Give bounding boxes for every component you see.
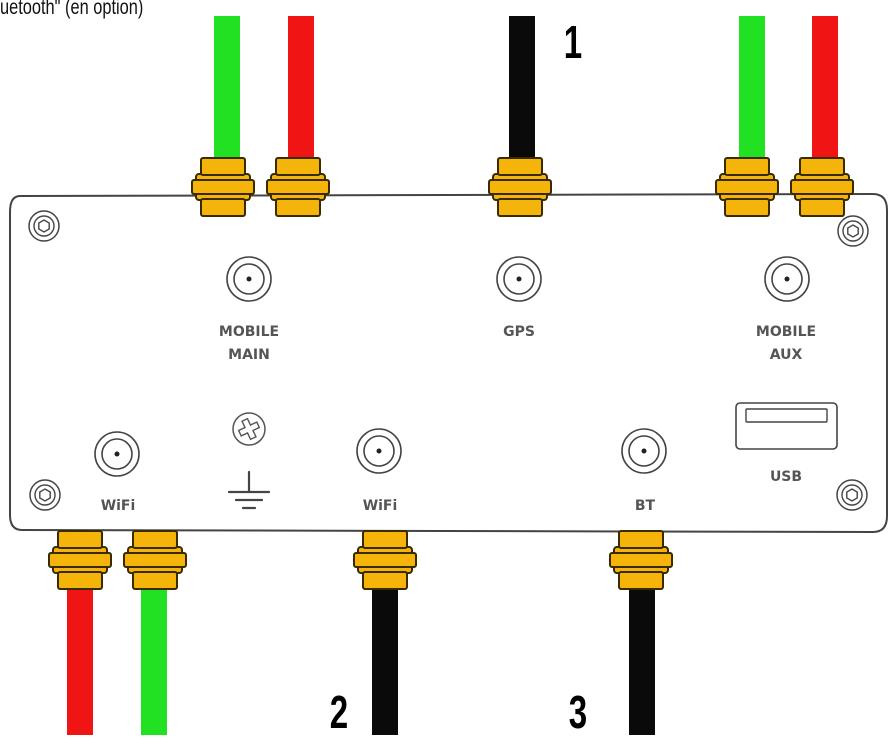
number-2: 2 [330, 688, 348, 738]
cable-red-wifi [67, 585, 93, 735]
sma-port-icon-wifi-mid [356, 428, 402, 474]
label-wifi-left: WiFi [101, 498, 136, 514]
cables-top [214, 16, 838, 168]
label-wifi-mid: WiFi [363, 498, 398, 514]
sma-connector-gps [488, 157, 552, 217]
mounting-screw-icon [836, 479, 868, 511]
cable-green-mobile-main [214, 16, 240, 168]
number-1: 1 [564, 18, 582, 68]
label-bt: BT [635, 498, 656, 514]
label-mobile-aux-line2: AUX [770, 347, 803, 363]
sma-connector-mobile-aux-2 [790, 157, 854, 217]
ground-icon [227, 470, 271, 510]
router-housing [9, 192, 888, 534]
sma-connector-bt [609, 530, 673, 590]
sma-port-icon-wifi-left [94, 431, 140, 477]
label-usb: USB [770, 469, 802, 485]
sma-connector-wifi-2 [123, 530, 187, 590]
sma-port-icon-bt [621, 428, 667, 474]
sma-connector-mobile-main-2 [266, 157, 330, 217]
cables-bottom [67, 585, 655, 735]
mounting-screw-icon [29, 479, 61, 511]
label-mobile-main-line2: MAIN [228, 347, 270, 363]
ground-screw-icon [232, 412, 266, 446]
sma-connector-mobile-aux-1 [715, 157, 779, 217]
cable-black-gps [509, 16, 535, 168]
sma-connector-wifi-mid [353, 530, 417, 590]
cable-black-bt [629, 585, 655, 735]
label-gps: GPS [503, 324, 535, 340]
sma-port-icon-mobile-main [226, 256, 272, 302]
mounting-screw-icon [28, 210, 60, 242]
usb-port-icon [735, 402, 838, 450]
caption-text: uetooth" (en option) [0, 0, 144, 19]
label-mobile-aux-line1: MOBILE [756, 324, 816, 340]
number-3: 3 [569, 688, 587, 738]
sma-port-icon-mobile-aux [764, 256, 810, 302]
label-mobile-main-line1: MOBILE [219, 324, 279, 340]
sma-connector-wifi-1 [48, 530, 112, 590]
sma-connector-mobile-main-1 [191, 157, 255, 217]
cable-red-mobile-aux [812, 16, 838, 168]
mounting-screw-icon [837, 215, 869, 247]
cable-red-mobile-main [288, 16, 314, 168]
cable-black-wifi-mid [372, 585, 398, 735]
cable-green-mobile-aux [739, 16, 765, 168]
cable-green-wifi [141, 585, 167, 735]
sma-port-icon-gps [496, 256, 542, 302]
